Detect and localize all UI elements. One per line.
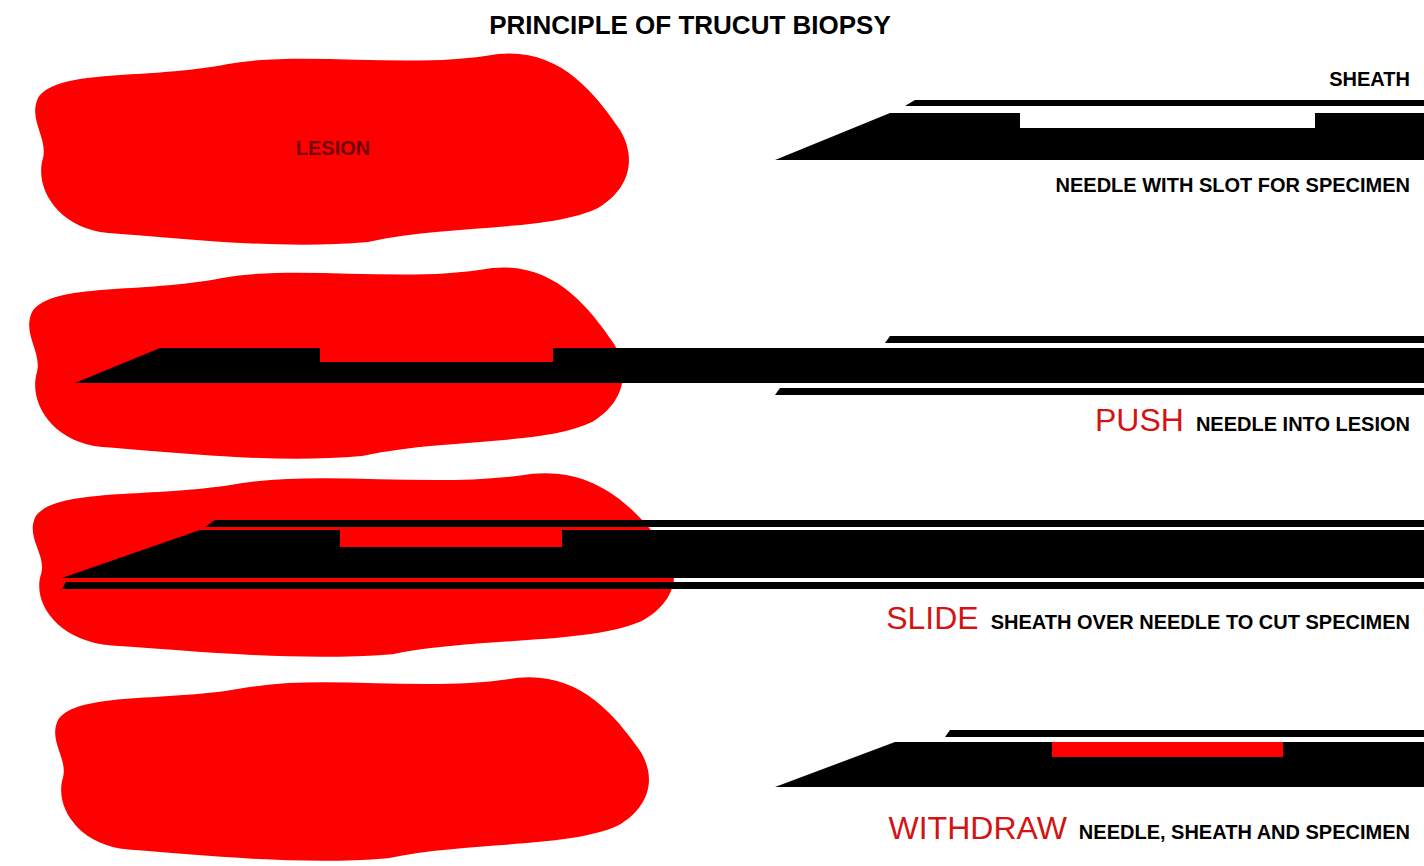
step-label: NEEDLE WITH SLOT FOR SPECIMEN: [1056, 174, 1410, 197]
step-word: PUSH: [1095, 402, 1184, 439]
step-label: NEEDLE INTO LESION: [1196, 413, 1410, 436]
specimen: [1052, 742, 1283, 757]
label-row: WITHDRAW NEEDLE, SHEATH AND SPECIMEN: [889, 810, 1410, 847]
step-word: SLIDE: [886, 600, 978, 637]
needle: [775, 742, 1424, 787]
lesion-shape: [55, 677, 649, 861]
step-label: NEEDLE, SHEATH AND SPECIMEN: [1079, 821, 1410, 844]
step-label: SHEATH: [1329, 68, 1410, 91]
diagram-title: PRINCIPLE OF TRUCUT BIOPSY: [0, 10, 1380, 41]
step-word: WITHDRAW: [889, 810, 1067, 847]
needle: [75, 348, 1424, 383]
sheath: [62, 582, 1424, 589]
needle: [775, 113, 1424, 160]
node-text: LESION: [296, 137, 370, 160]
sheath: [885, 336, 1424, 343]
label-row: PUSH NEEDLE INTO LESION: [1095, 402, 1410, 439]
step-label: SHEATH OVER NEEDLE TO CUT SPECIMEN: [991, 611, 1410, 634]
needle: [62, 530, 1424, 578]
label-row: NEEDLE WITH SLOT FOR SPECIMEN: [1056, 174, 1410, 197]
label-row: SLIDE SHEATH OVER NEEDLE TO CUT SPECIMEN: [886, 600, 1410, 637]
lesion-blob: LESION: [28, 48, 638, 248]
sheath: [905, 100, 1424, 106]
label-row: SHEATH: [1329, 68, 1410, 91]
sheath: [205, 520, 1424, 527]
specimen: [340, 532, 562, 547]
sheath: [775, 388, 1424, 395]
sheath: [945, 730, 1424, 737]
